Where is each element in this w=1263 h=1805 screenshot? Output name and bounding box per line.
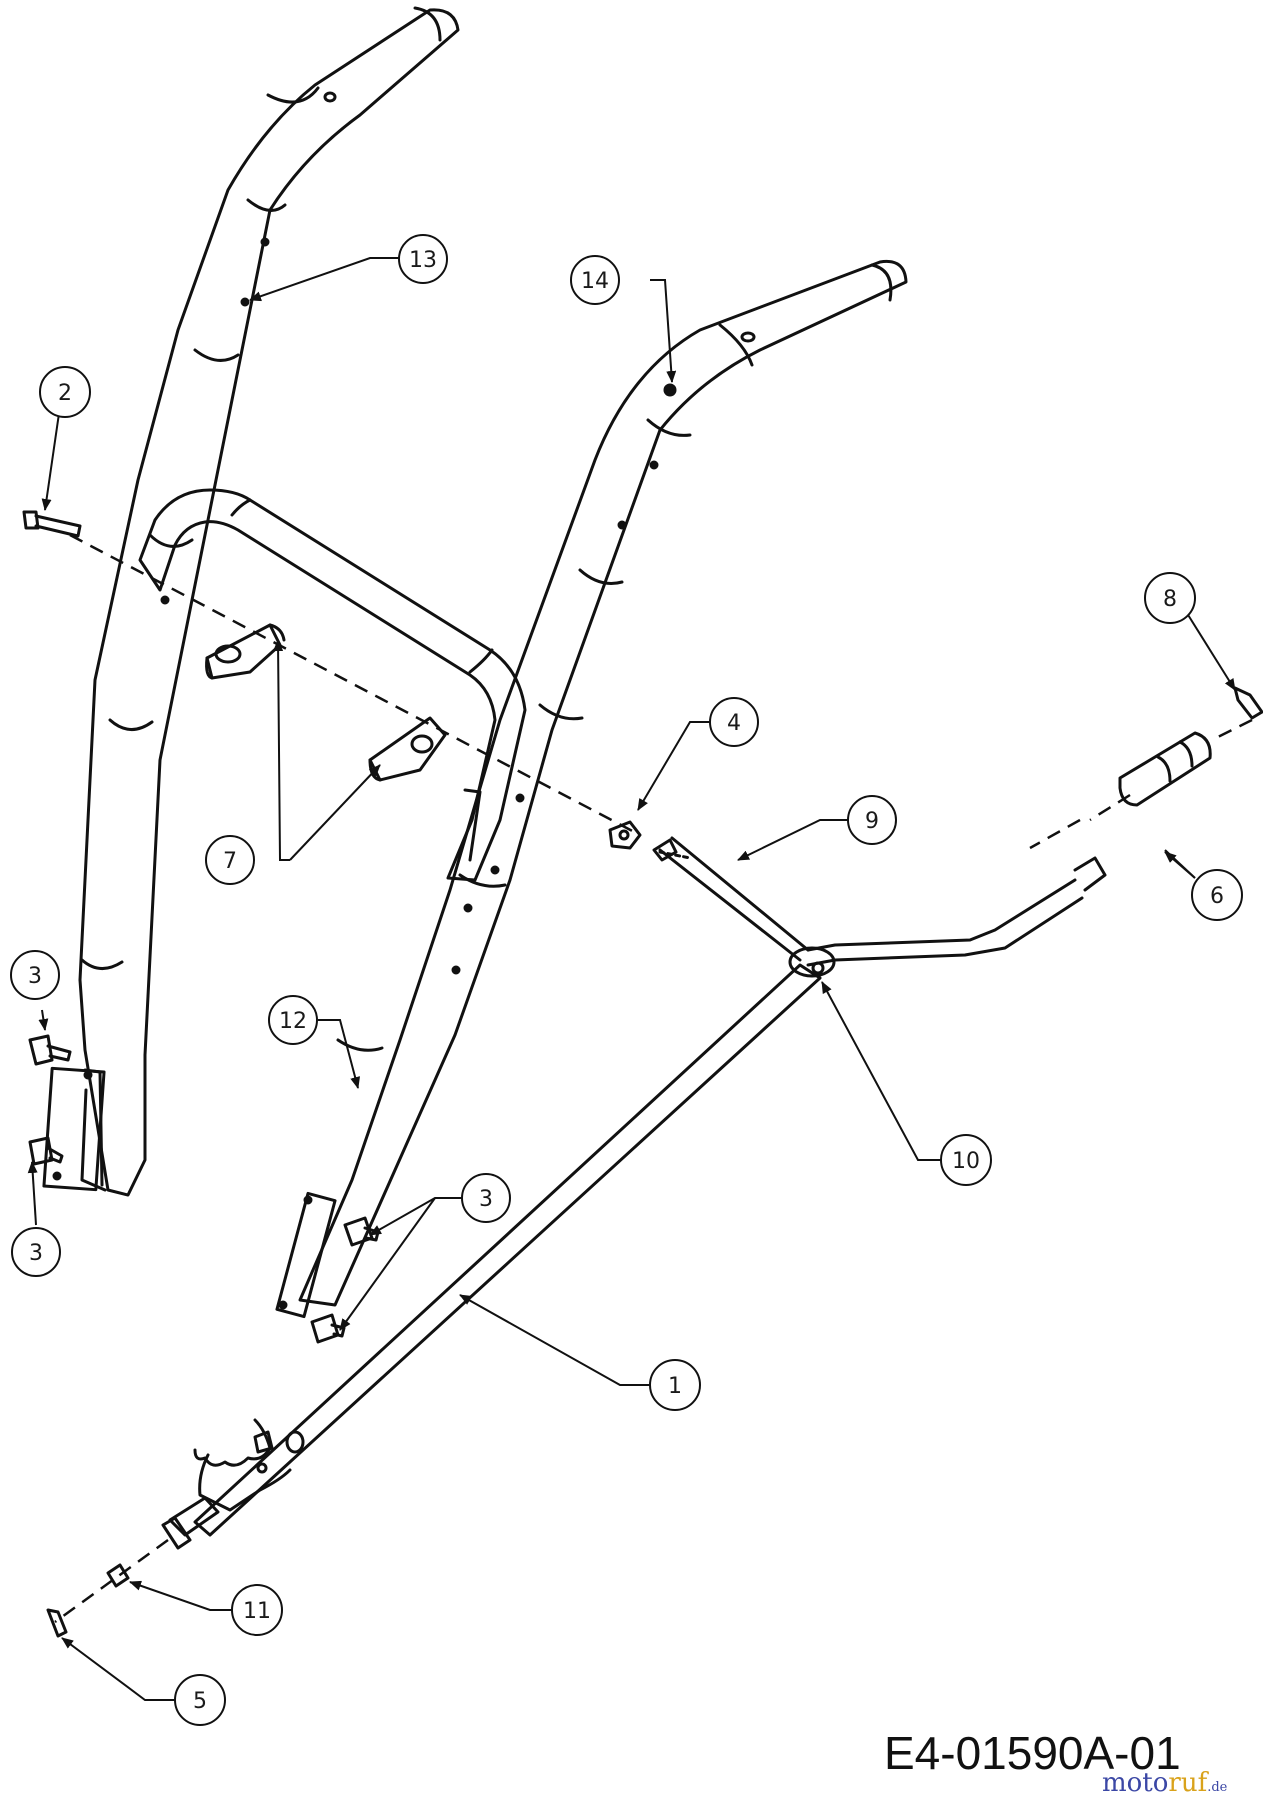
- knob-upper: [205, 623, 286, 680]
- svg-text:13: 13: [409, 248, 437, 273]
- watermark-suffix: .de: [1207, 1780, 1228, 1795]
- callout-7: 7: [205, 835, 255, 885]
- nut-4: [608, 820, 642, 850]
- bolt-3-right-lower: [310, 1313, 346, 1344]
- callout-10: 11: [231, 1584, 283, 1636]
- svg-text:3: 3: [479, 1187, 493, 1212]
- watermark-logo: motoruf.de: [1102, 1768, 1227, 1798]
- svg-text:2: 2: [58, 381, 72, 406]
- svg-text:14: 14: [581, 269, 609, 294]
- callout-5: 5: [174, 1674, 226, 1726]
- svg-text:3: 3: [28, 964, 42, 989]
- callout-2: 2: [39, 366, 91, 418]
- svg-text:5: 5: [193, 1689, 207, 1714]
- callout-11: 9: [847, 795, 897, 845]
- svg-text:4: 4: [727, 711, 741, 736]
- right-handle-tube: [275, 259, 908, 1319]
- callout-1: 1: [649, 1359, 701, 1411]
- callout-4: 4: [709, 697, 759, 747]
- knob-lower: [368, 716, 447, 782]
- cross-bar: [138, 488, 527, 882]
- callout-8: 8: [1144, 572, 1196, 624]
- pin-8: [1233, 686, 1263, 720]
- callout-14: 14: [570, 255, 620, 305]
- watermark-part-2: ruf: [1168, 1768, 1208, 1798]
- bolt-3-left-upper: [28, 1034, 72, 1066]
- svg-text:7: 7: [223, 849, 237, 874]
- clip-10: [106, 1563, 130, 1588]
- svg-text:8: 8: [1163, 587, 1177, 612]
- svg-text:10: 10: [952, 1149, 980, 1174]
- svg-text:6: 6: [1210, 884, 1224, 909]
- callout-9: 10: [940, 1134, 992, 1186]
- svg-text:9: 9: [865, 809, 879, 834]
- svg-text:12: 12: [279, 1009, 307, 1034]
- callout-3a: 3: [10, 950, 60, 1000]
- leader-lines: [27, 257, 1236, 1701]
- callouts: 13 2 14 8 4 9 6 7: [10, 234, 1243, 1726]
- shift-linkage: [161, 1418, 305, 1550]
- callout-3c: 3: [461, 1173, 511, 1223]
- svg-text:11: 11: [243, 1599, 271, 1624]
- watermark-part-1: moto: [1102, 1768, 1169, 1798]
- left-handle-tube: [42, 6, 460, 1197]
- callout-3b: 3: [11, 1227, 61, 1277]
- svg-text:3: 3: [29, 1241, 43, 1266]
- pin-5: [46, 1608, 68, 1638]
- drawing-code: E4-01590A-01: [884, 1727, 1181, 1779]
- svg-text:1: 1: [668, 1374, 682, 1399]
- shift-rod: [193, 836, 1107, 1537]
- assembly-lines: [54, 533, 1253, 1624]
- bolt-3-left-lower: [28, 1136, 64, 1166]
- bolt-2: [22, 510, 82, 538]
- handle-grip-6: [1118, 731, 1212, 807]
- callout-6: 6: [1191, 869, 1243, 921]
- callout-13: 13: [398, 234, 448, 284]
- callout-12: 12: [268, 995, 318, 1045]
